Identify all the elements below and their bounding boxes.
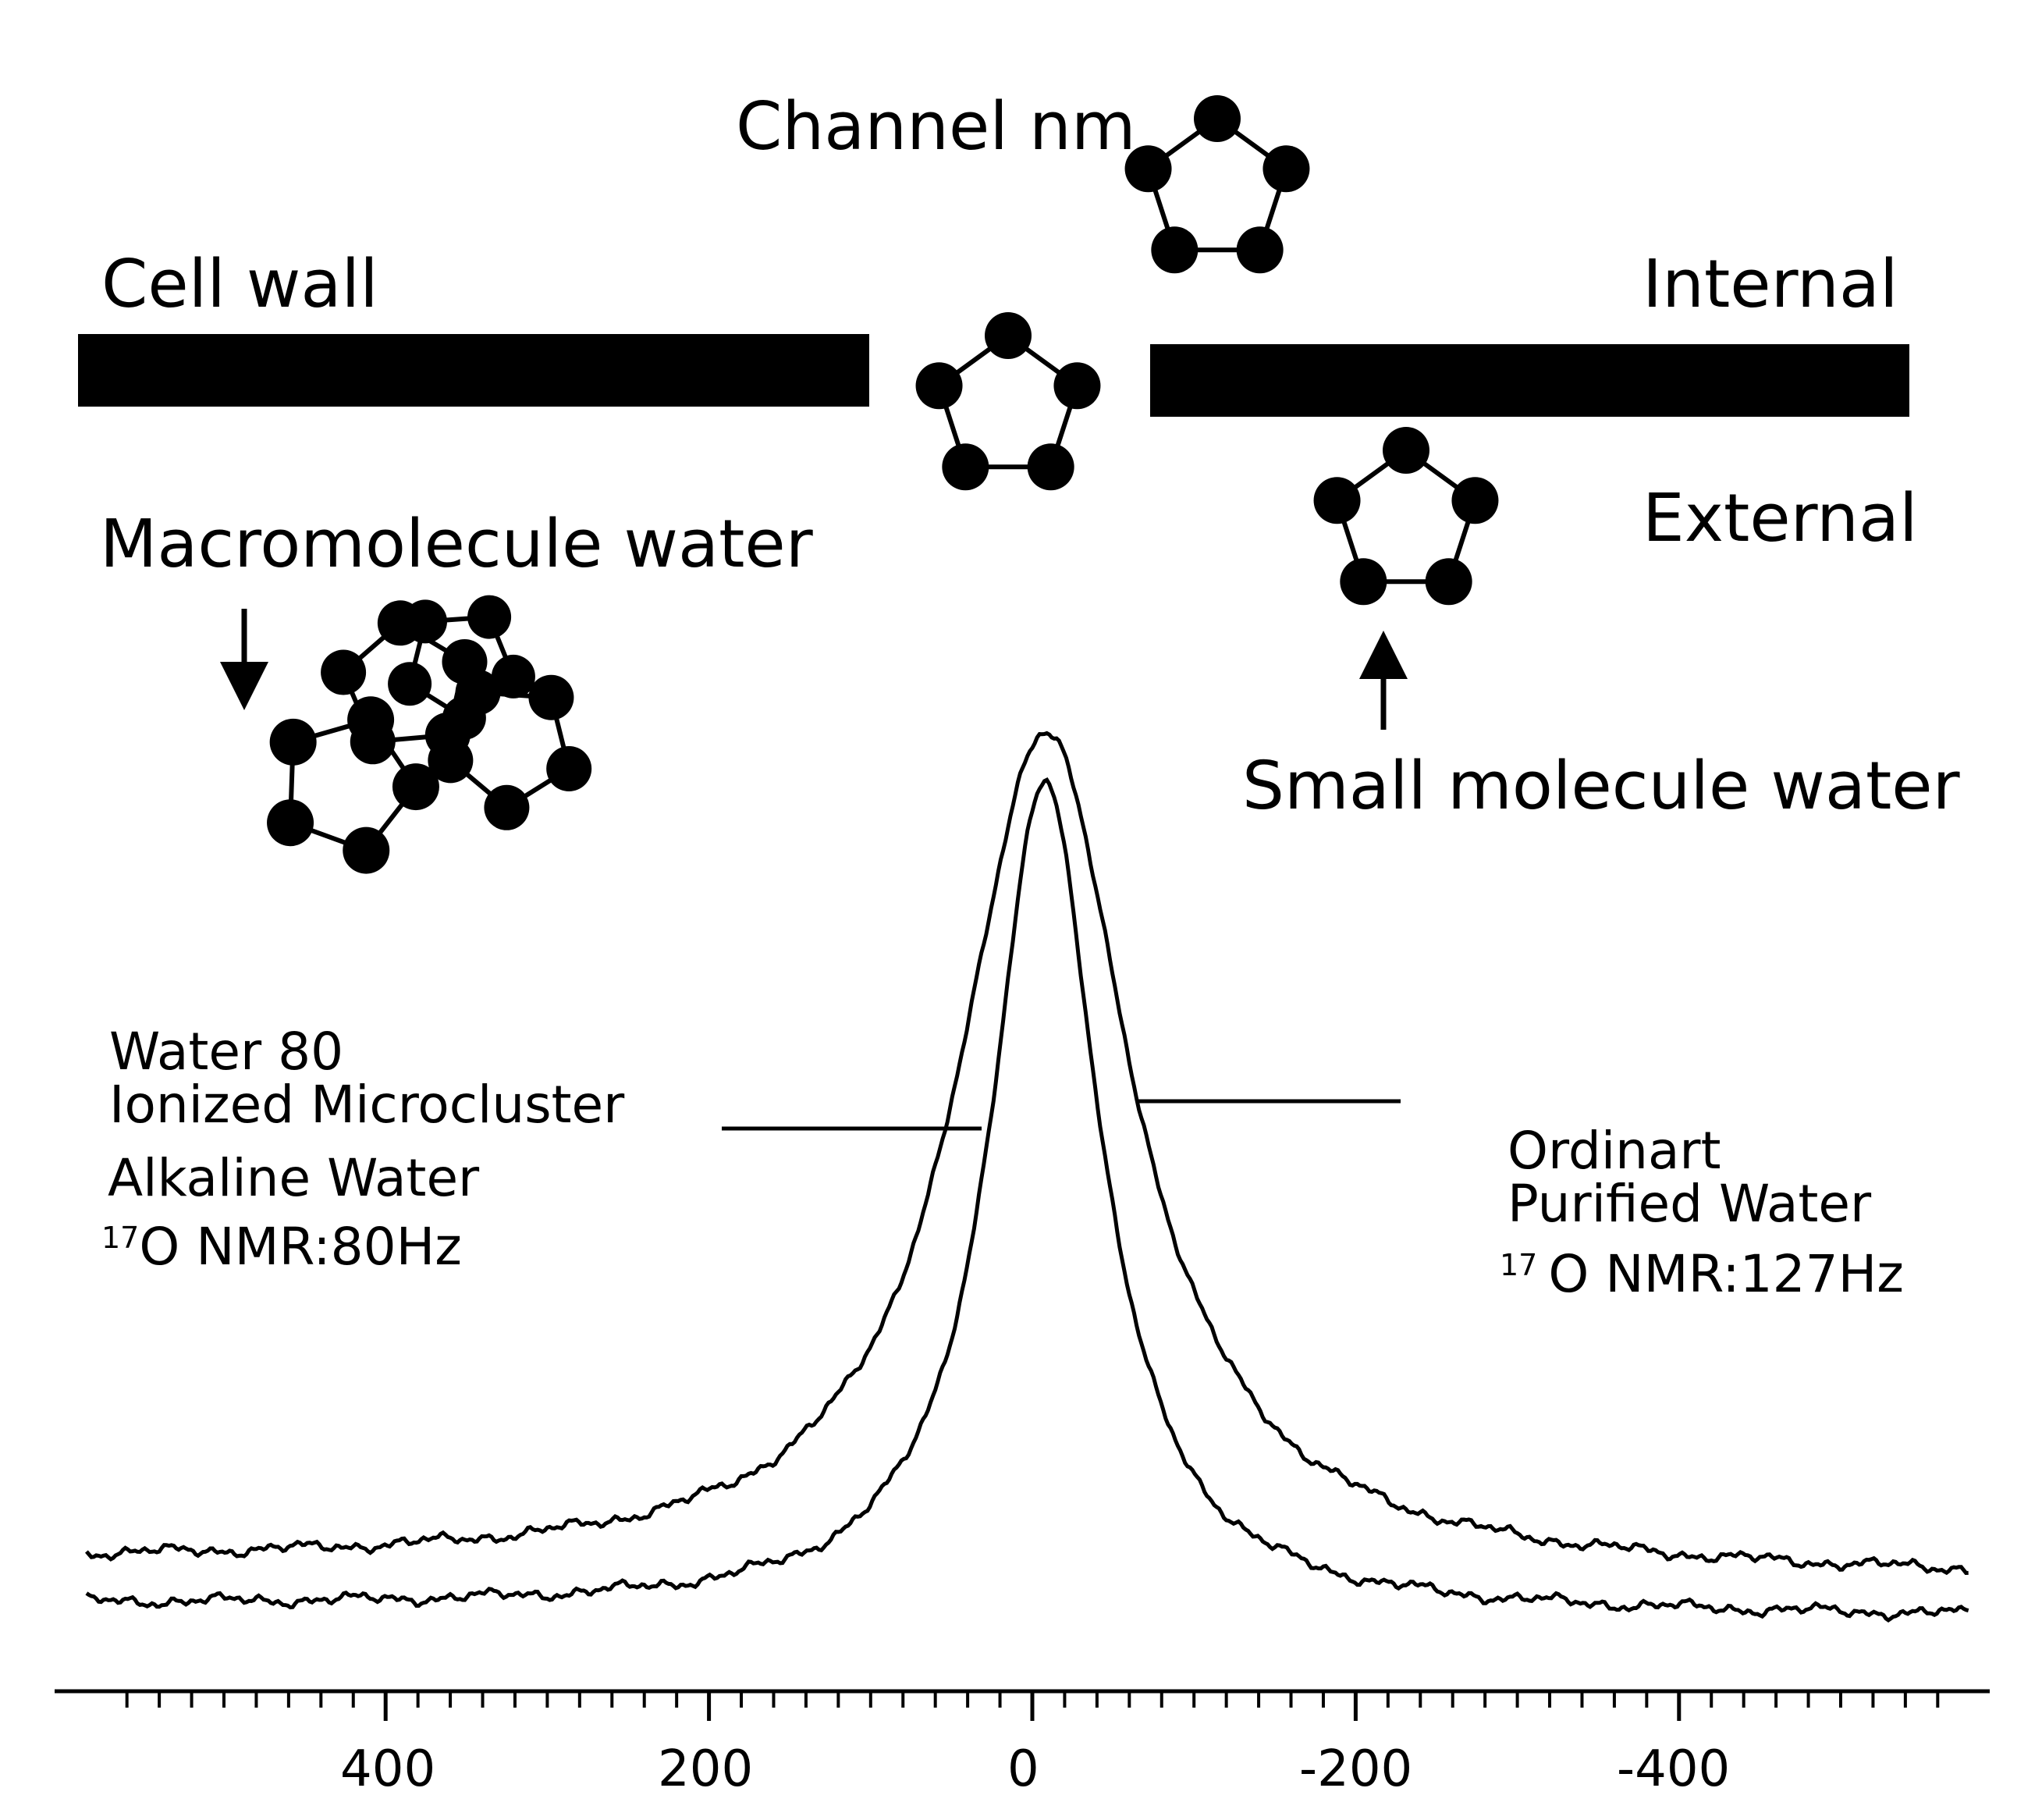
cell-wall-right	[1150, 344, 1909, 417]
molecule-atom	[1027, 443, 1074, 491]
spectrum-curve-microcluster	[85, 777, 1969, 1623]
right-annotation-line2: Purified Water	[1508, 1174, 1872, 1234]
molecule-atom	[1124, 145, 1172, 193]
external-label: External	[1642, 480, 1918, 557]
molecule-atom	[428, 738, 474, 784]
x-tick-label: 200	[658, 1740, 754, 1798]
molecule-atom	[1313, 477, 1361, 524]
left-annotation-line2: Ionized Microcluster	[109, 1075, 625, 1135]
left-annotation-line3: Alkaline Water	[108, 1148, 480, 1208]
internal-label: Internal	[1642, 246, 1898, 323]
molecule-atom	[1340, 558, 1387, 606]
left-annotation-line1: Water 80	[109, 1022, 344, 1082]
pentagon-molecule-icon	[1313, 427, 1499, 606]
molecule-atom	[350, 719, 396, 765]
right-annotation-line1: Ordinart	[1508, 1121, 1721, 1181]
molecule-atom	[1053, 362, 1101, 410]
x-tick-label: -400	[1617, 1740, 1731, 1798]
molecule-atom	[1451, 477, 1499, 524]
molecule-atom	[528, 674, 574, 720]
right-nmr-text: O NMR:127Hz	[1548, 1244, 1904, 1304]
down-arrow-icon	[220, 609, 268, 710]
up-arrow-icon	[1359, 631, 1408, 730]
molecule-atom	[484, 784, 530, 830]
molecule-atom	[1236, 226, 1284, 274]
molecule-atom	[1425, 558, 1472, 606]
molecule-atom	[267, 799, 314, 847]
spectrum-curve-purified	[85, 730, 1969, 1576]
left-nmr-text: O NMR:80Hz	[139, 1217, 462, 1277]
molecule-atom	[403, 599, 448, 644]
molecule-atom	[269, 718, 317, 766]
molecule-atom	[467, 595, 512, 639]
molecule-atom	[491, 654, 535, 698]
x-tick-label: 0	[1007, 1740, 1039, 1798]
right-isotope-number: 17	[1500, 1248, 1538, 1282]
pentagon-molecule-icon	[1124, 95, 1310, 274]
molecule-atom	[1151, 226, 1199, 274]
molecule-atom	[343, 826, 390, 874]
molecule-atom	[392, 763, 439, 811]
pentagon-molecule-icon	[915, 312, 1101, 491]
molecule-atom	[1194, 95, 1241, 142]
left-annotation-nmr: 17O NMR:80Hz	[101, 1221, 462, 1273]
macromolecule-cluster-icon	[267, 595, 592, 874]
molecule-atom	[546, 745, 592, 791]
x-tick-label: -200	[1299, 1740, 1413, 1798]
molecule-atom	[321, 649, 367, 695]
macromolecule-label: Macromolecule water	[100, 506, 813, 583]
molecule-atom	[1383, 427, 1429, 474]
molecule-atom	[1262, 145, 1310, 193]
molecule-atom	[442, 695, 486, 740]
x-axis-ticks	[125, 1691, 1940, 1721]
x-tick-label: 400	[340, 1740, 436, 1798]
channel-label: Channel nm	[736, 88, 1136, 165]
molecule-atom	[915, 362, 963, 410]
cell-wall-label: Cell wall	[101, 246, 378, 323]
molecule-atom	[942, 443, 989, 491]
small-molecule-label: Small molecule water	[1242, 748, 1960, 825]
left-isotope-number: 17	[101, 1221, 140, 1255]
molecule-atom	[388, 662, 432, 706]
molecule-atom	[985, 312, 1032, 359]
cell-wall-left	[78, 334, 869, 407]
